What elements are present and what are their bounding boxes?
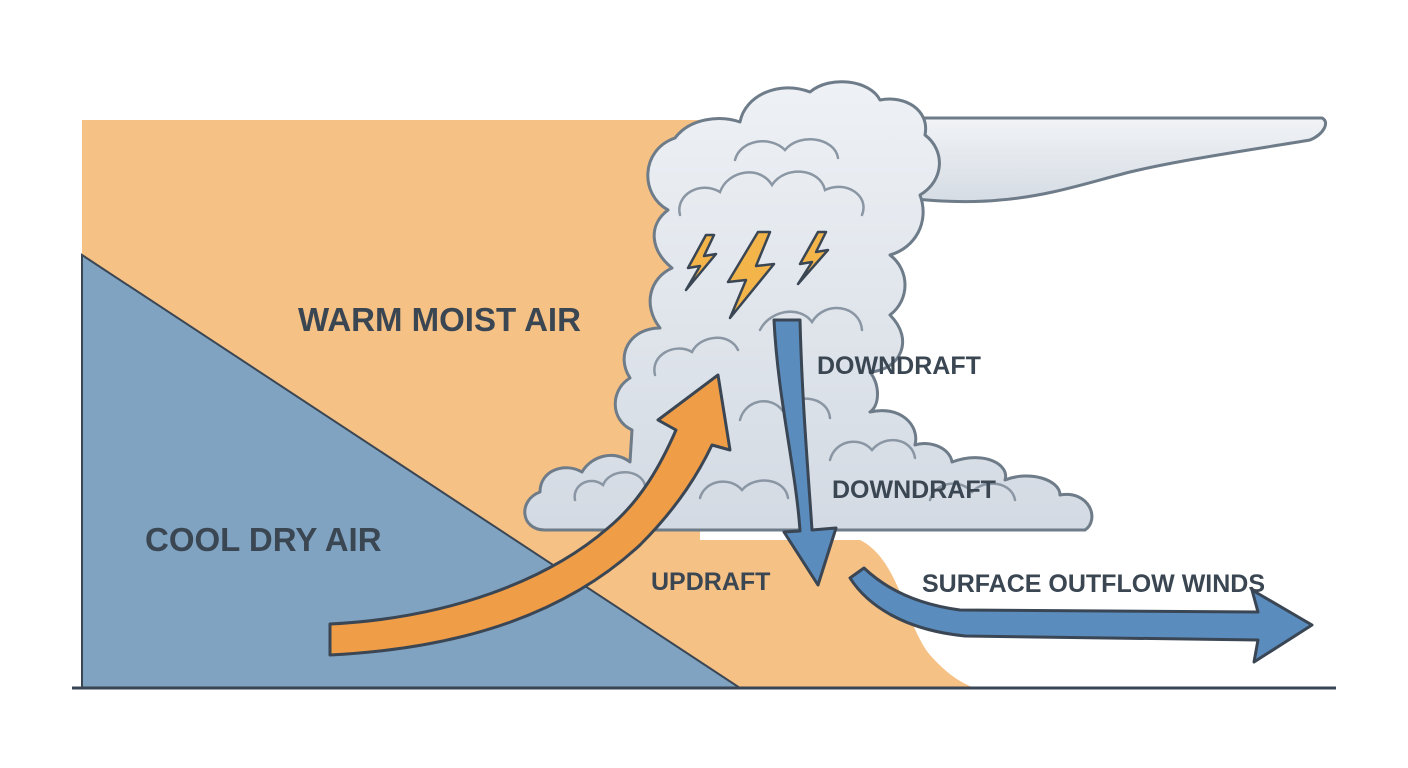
downdraft-label-upper: DOWNDRAFT bbox=[817, 352, 981, 380]
lightning-bolts bbox=[684, 230, 830, 320]
lightning-bolt-icon bbox=[726, 230, 776, 320]
downdraft-arrow bbox=[772, 318, 838, 587]
surface-outflow-label: SURFACE OUTFLOW WINDS bbox=[922, 570, 1265, 598]
warm-moist-air-label: WARM MOIST AIR bbox=[298, 301, 581, 338]
cloud-puff-details bbox=[573, 138, 1017, 502]
updraft-arrow bbox=[328, 373, 732, 657]
downdraft-label-lower: DOWNDRAFT bbox=[832, 476, 996, 504]
lightning-bolt-icon bbox=[684, 233, 718, 292]
lightning-bolt-icon bbox=[796, 230, 830, 286]
cool-dry-air-label: COOL DRY AIR bbox=[145, 521, 382, 558]
surface-outflow-arrow bbox=[848, 566, 1314, 664]
updraft-label: UPDRAFT bbox=[651, 568, 770, 596]
